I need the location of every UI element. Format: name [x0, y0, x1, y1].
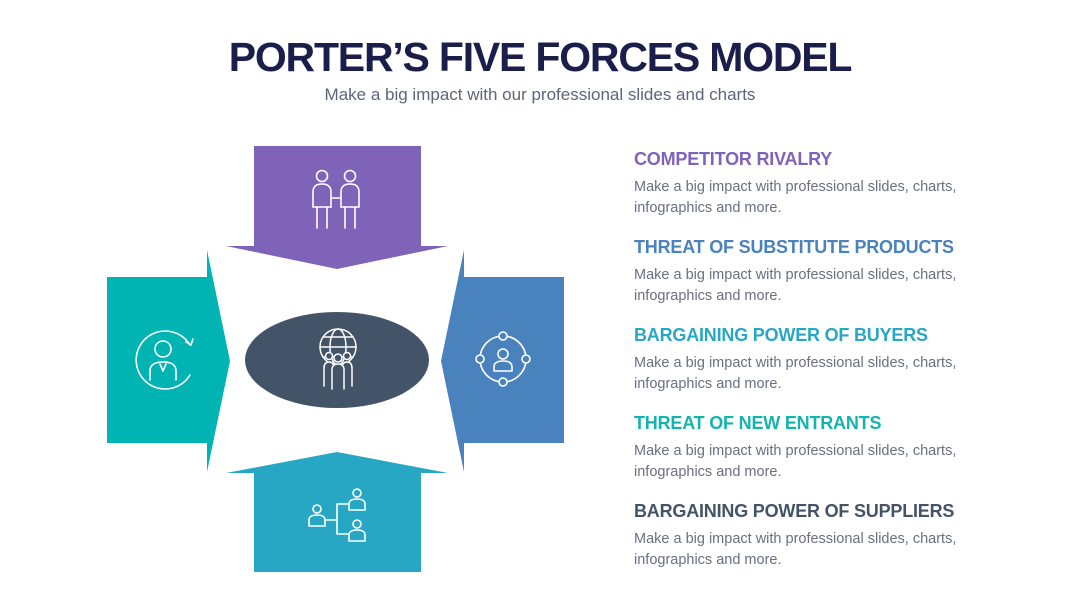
user-rotate-icon	[135, 330, 194, 390]
force-item-substitute-products: THREAT OF SUBSTITUTE PRODUCTS Make a big…	[634, 234, 1054, 322]
force-item-buyers-power: BARGAINING POWER OF BUYERS Make a big im…	[634, 322, 1054, 410]
force-heading: THREAT OF NEW ENTRANTS	[634, 413, 882, 433]
force-description: Make a big impact with professional slid…	[634, 267, 957, 304]
user-network-icon	[475, 331, 531, 387]
top-arrow	[226, 146, 448, 269]
force-description: Make a big impact with professional slid…	[634, 443, 957, 480]
force-heading: THREAT OF SUBSTITUTE PRODUCTS	[634, 237, 954, 257]
global-team-icon	[319, 328, 357, 390]
page-title: PORTER’S FIVE FORCES MODEL	[228, 34, 853, 80]
page-subtitle: Make a big impact with our professional …	[324, 85, 756, 104]
left-arrow	[107, 250, 230, 472]
force-item-suppliers-power: BARGAINING POWER OF SUPPLIERS Make a big…	[634, 498, 1054, 586]
force-description: Make a big impact with professional slid…	[634, 179, 957, 216]
force-heading: BARGAINING POWER OF SUPPLIERS	[634, 501, 955, 521]
forces-list: COMPETITOR RIVALRY Make a big impact wit…	[634, 146, 1054, 586]
five-forces-diagram	[107, 146, 564, 572]
force-heading: COMPETITOR RIVALRY	[634, 149, 833, 169]
force-description: Make a big impact with professional slid…	[634, 355, 957, 392]
handshake-people-icon	[312, 169, 360, 229]
org-chart-icon	[308, 488, 366, 542]
force-item-new-entrants: THREAT OF NEW ENTRANTS Make a big impact…	[634, 410, 1054, 498]
force-description: Make a big impact with professional slid…	[634, 531, 957, 568]
force-heading: BARGAINING POWER OF BUYERS	[634, 325, 928, 345]
force-item-competitor-rivalry: COMPETITOR RIVALRY Make a big impact wit…	[634, 146, 1054, 234]
